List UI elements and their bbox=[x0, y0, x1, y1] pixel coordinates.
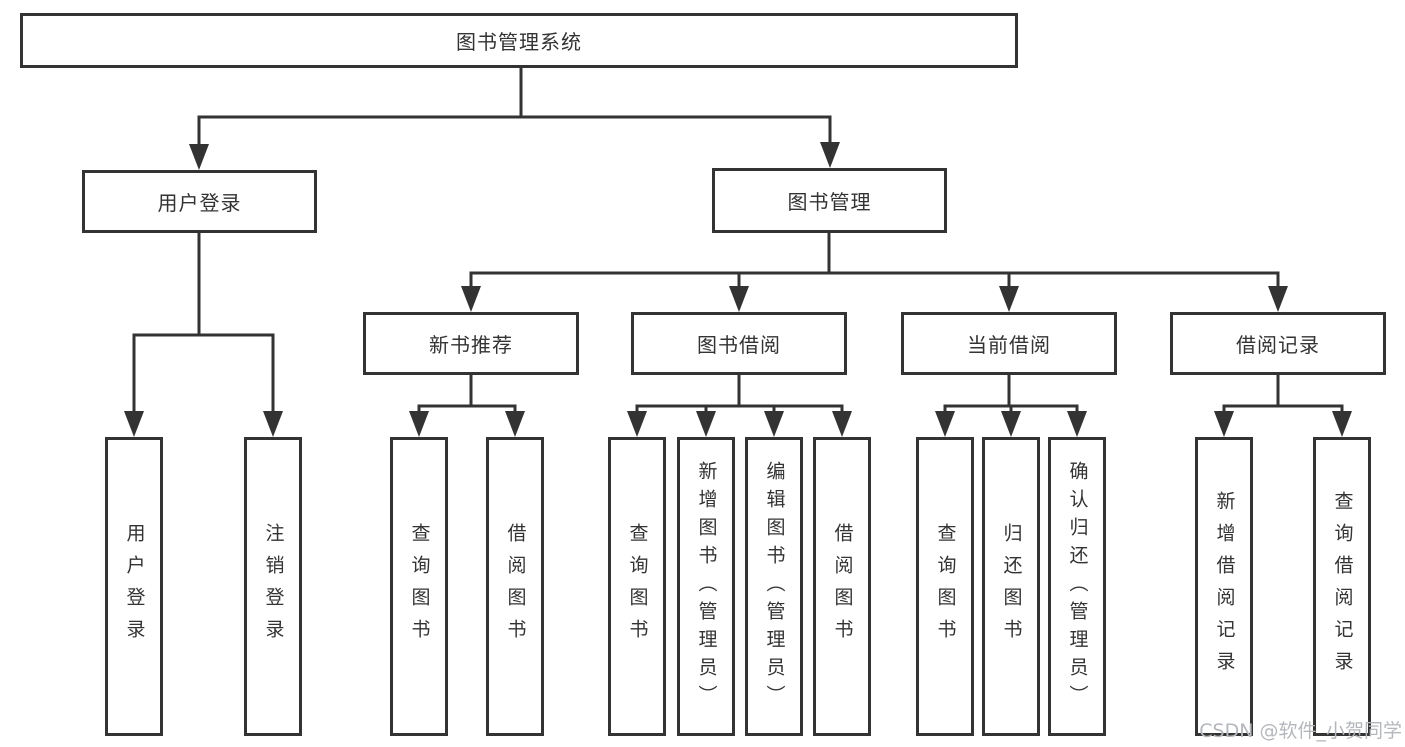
node-library-management-system: 图书管理系统 bbox=[20, 13, 1018, 68]
arrowhead bbox=[1214, 411, 1234, 437]
arrowhead bbox=[627, 411, 647, 437]
leaf-query-books-current: 查询图书 bbox=[916, 437, 974, 736]
leaf-return-book: 归还图书 bbox=[982, 437, 1040, 736]
leaf-query-books-recommend: 查询图书 bbox=[390, 437, 448, 736]
leaf-query-borrow-record: 查询借阅记录 bbox=[1313, 437, 1371, 736]
node-book-borrowing: 图书借阅 bbox=[631, 312, 847, 375]
leaf-user-login: 用户登录 bbox=[105, 437, 163, 736]
arrowhead bbox=[935, 411, 955, 437]
node-book-management: 图书管理 bbox=[712, 168, 947, 233]
leaf-query-books-borrowing: 查询图书 bbox=[608, 437, 666, 736]
node-borrowing-records: 借阅记录 bbox=[1170, 312, 1386, 375]
arrowhead bbox=[461, 286, 481, 312]
arrowhead bbox=[409, 411, 429, 437]
arrowhead bbox=[1268, 286, 1288, 312]
leaf-confirm-return-admin: 确认归还（管理员） bbox=[1048, 437, 1106, 736]
arrowhead bbox=[1332, 411, 1352, 437]
node-current-borrowing: 当前借阅 bbox=[901, 312, 1117, 375]
arrowhead bbox=[124, 411, 144, 437]
arrowhead bbox=[505, 411, 525, 437]
arrowhead bbox=[764, 411, 784, 437]
arrowhead bbox=[189, 144, 209, 170]
node-new-book-recommendation: 新书推荐 bbox=[363, 312, 579, 375]
csdn-watermark: CSDN @软件_小贺同学 bbox=[1199, 720, 1402, 742]
arrowhead bbox=[1067, 411, 1087, 437]
arrowhead bbox=[1001, 411, 1021, 437]
arrowhead bbox=[832, 411, 852, 437]
leaf-borrow-books-recommend: 借阅图书 bbox=[486, 437, 544, 736]
leaf-borrow-books-borrowing: 借阅图书 bbox=[813, 437, 871, 736]
leaf-logout: 注销登录 bbox=[244, 437, 302, 736]
arrowhead bbox=[263, 411, 283, 437]
leaf-edit-book-admin: 编辑图书（管理员） bbox=[745, 437, 803, 736]
arrowhead bbox=[820, 142, 840, 168]
leaf-add-borrow-record: 新增借阅记录 bbox=[1195, 437, 1253, 736]
leaf-add-book-admin: 新增图书（管理员） bbox=[677, 437, 735, 736]
arrowhead bbox=[729, 286, 749, 312]
arrowhead bbox=[696, 411, 716, 437]
node-user-login: 用户登录 bbox=[82, 170, 317, 233]
tree-edges bbox=[132, 68, 1344, 413]
arrowhead bbox=[999, 286, 1019, 312]
